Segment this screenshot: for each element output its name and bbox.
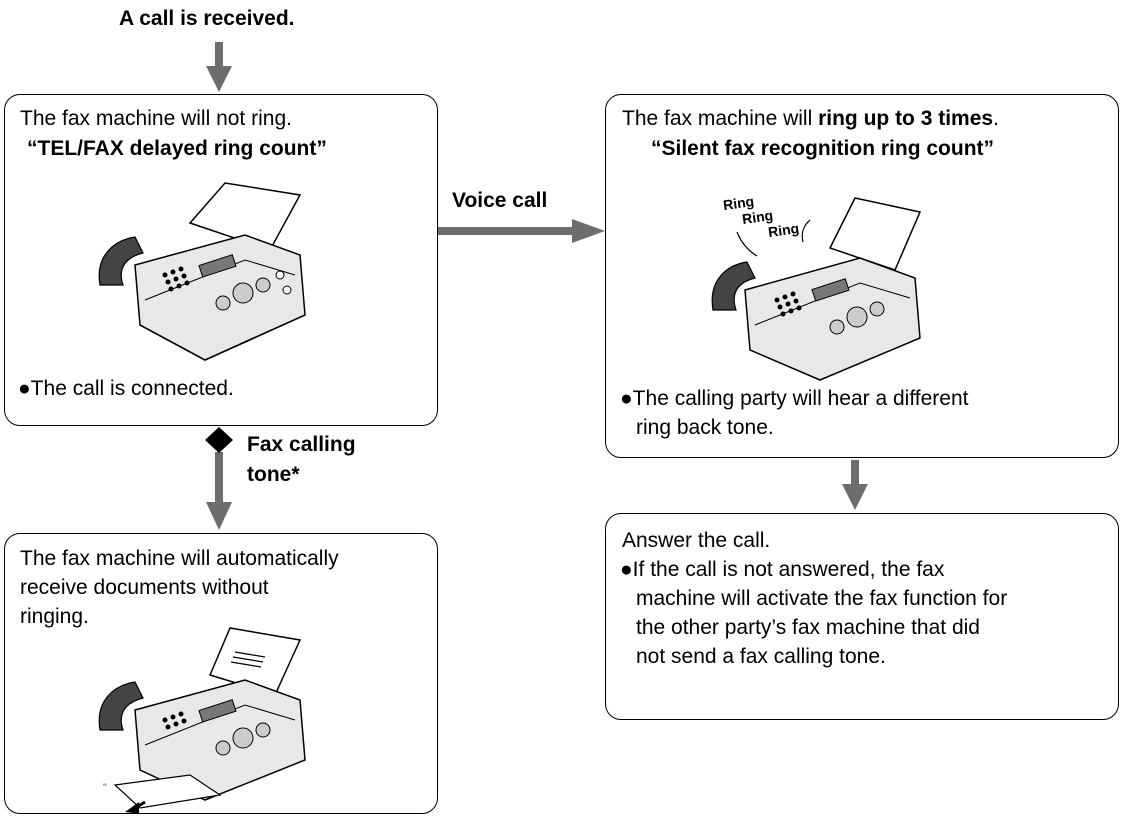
answer-call-line1: Answer the call. [622,529,771,552]
arrow-down-start [206,42,232,92]
start-label: A call is received. [119,7,295,30]
auto-receive-line2: receive documents without [20,576,269,599]
fax-machine-ringing-illustration [711,197,922,381]
answer-bullet-line4: not send a fax calling tone. [636,645,886,668]
bullet-ring-back-line2: ring back tone. [636,416,774,439]
arrow-down-answer [842,460,868,510]
fax-calling-tone-label-line1: Fax calling [247,433,356,456]
auto-receive-line1: The fax machine will automatically [20,547,339,570]
fax-machine-illustration [98,182,306,361]
svg-text:‘‘: ‘‘ [103,782,107,792]
arrow-down-fax [206,452,232,530]
bullet-ring-back-line1: ●The calling party will hear a different [620,387,969,410]
answer-bullet-line3: the other party’s fax machine that did [636,616,980,639]
fax-machine-receiving-illustration: ‘‘ [98,627,306,814]
voice-call-label: Voice call [452,189,548,212]
bullet-call-connected: ●The call is connected. [18,377,234,400]
ring-up-line1: The fax machine will ring up to 3 times. [622,107,999,130]
arrow-right-voice [437,219,605,243]
diamond-marker [205,427,233,453]
box-no-ring-text: The fax machine will not ring. [20,107,292,130]
setting-delayed-ring: “TEL/FAX delayed ring count” [27,137,327,160]
box-answer-call [605,513,1119,720]
answer-bullet-line2: machine will activate the fax function f… [636,587,1008,610]
fax-calling-tone-label-line2: tone* [247,463,300,486]
setting-silent-fax: “Silent fax recognition ring count” [651,137,995,160]
answer-bullet-line1: ●If the call is not answered, the fax [620,558,945,581]
auto-receive-line3: ringing. [20,605,89,628]
